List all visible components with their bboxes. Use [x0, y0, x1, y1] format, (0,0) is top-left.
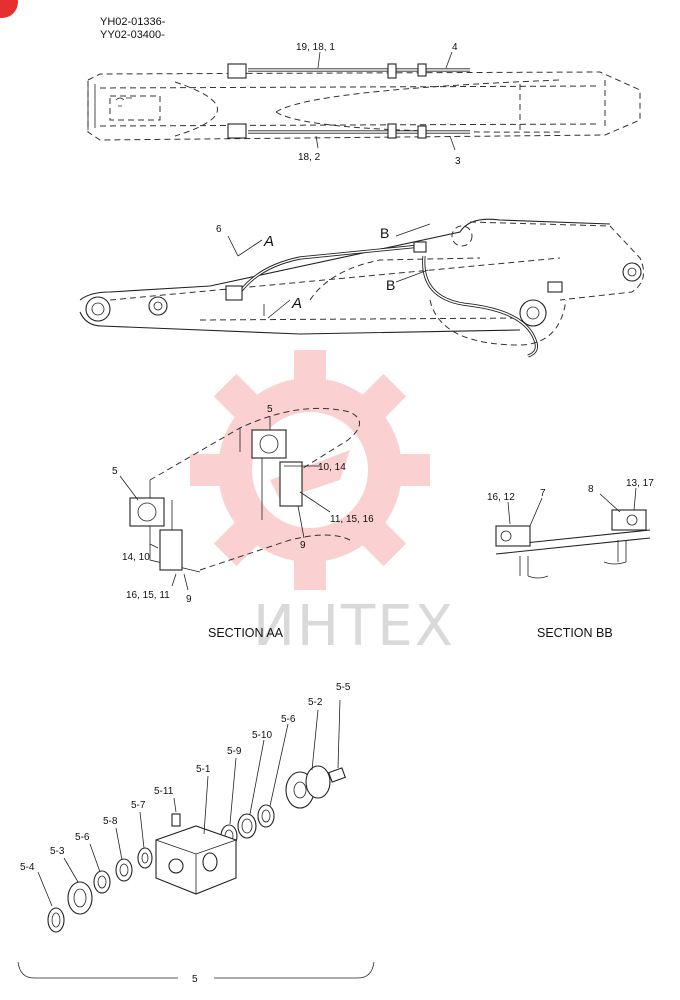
callout-aa-9-left: 9 [186, 594, 192, 605]
callout-top-4: 3 [455, 156, 461, 167]
model-code-2: YY02-03400- [100, 29, 165, 41]
section-aa-title: SECTION AA [208, 626, 284, 640]
callout-5-5: 5-5 [336, 682, 351, 693]
callout-aa-14-10: 14, 10 [122, 552, 150, 563]
callout-aa-9-right: 9 [300, 540, 306, 551]
callout-5-8: 5-8 [103, 816, 118, 827]
callout-5-3: 5-3 [50, 846, 65, 857]
callout-top-3: 18, 2 [298, 152, 321, 163]
model-code-1: YH02-01336- [100, 16, 166, 28]
section-arrow-a-2: A [291, 295, 302, 312]
callout-aa-11-15-16: 11, 15, 16 [330, 514, 374, 525]
callout-bb-7: 7 [540, 488, 546, 499]
side-view-boom [79, 218, 645, 358]
callout-bb-13-17: 13, 17 [626, 478, 654, 489]
watermark-gear-icon [190, 350, 430, 590]
section-arrow-b-2: B [386, 277, 395, 293]
section-aa-drawing [119, 407, 360, 591]
callout-5-6-right: 5-6 [281, 714, 296, 725]
callout-aa-10-14: 10, 14 [318, 462, 346, 473]
section-bb-title: SECTION BB [537, 626, 613, 640]
callout-5-9: 5-9 [227, 746, 242, 757]
callout-aa-16-15-11: 16, 15, 11 [126, 590, 170, 601]
callout-aa-5-left: 5 [112, 466, 118, 477]
callout-5-1: 5-1 [196, 764, 211, 775]
section-arrow-a-1: A [263, 233, 274, 250]
callout-side-6: 6 [216, 224, 222, 235]
callout-bb-16-12: 16, 12 [487, 492, 515, 503]
callout-bb-8: 8 [588, 484, 594, 495]
callout-top-2: 4 [452, 42, 458, 53]
exploded-view-drawing [17, 699, 375, 979]
corner-badge-icon [0, 0, 18, 18]
section-arrow-b-1: B [380, 225, 389, 241]
callout-5-2: 5-2 [308, 697, 323, 708]
top-view-boom [87, 51, 641, 151]
callout-5-11: 5-11 [154, 786, 174, 797]
section-bb-drawing [495, 487, 651, 579]
callout-5-7: 5-7 [131, 800, 146, 811]
callout-5-4: 5-4 [20, 862, 35, 873]
watermark-text: ИНТЕХ [253, 594, 455, 659]
callout-5-10: 5-10 [252, 730, 272, 741]
callout-aa-5-top: 5 [267, 404, 273, 415]
callout-top-1: 19, 18, 1 [296, 42, 335, 53]
group-label-5: 5 [192, 974, 198, 985]
callout-5-6-left: 5-6 [75, 832, 90, 843]
